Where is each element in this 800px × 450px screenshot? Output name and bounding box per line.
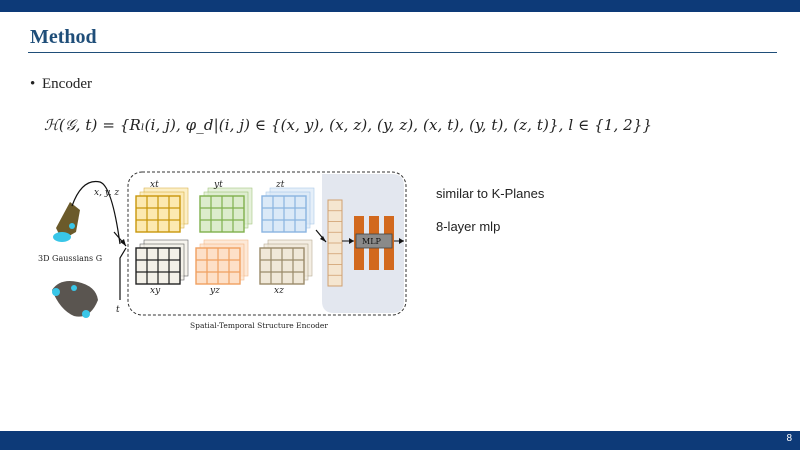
page-number: 8 bbox=[786, 433, 792, 444]
bullet-icon: • bbox=[30, 76, 36, 92]
mlp-box bbox=[355, 233, 393, 249]
encoder-box bbox=[127, 171, 407, 316]
note-kplanes: similar to K-Planes bbox=[436, 186, 545, 201]
encoder-diagram-svg: 3D Gaussians G x, y, z t xt yt zt xy yz xz ML… bbox=[38, 171, 407, 330]
plane-yz: yz bbox=[195, 239, 249, 296]
header-bar bbox=[0, 0, 800, 12]
input-t-label: t bbox=[116, 305, 120, 315]
gaussians-label: 3D Gaussians G bbox=[38, 254, 102, 263]
plane-label-zt: zt bbox=[275, 180, 285, 190]
title-divider bbox=[28, 52, 777, 53]
encoder-formula: ℋ(𝒢, t) = {Rₗ(i, j), φ_d|(i, j) ∈ {(x, y… bbox=[44, 116, 653, 134]
gaussian-blob-top-icon bbox=[53, 202, 80, 242]
plane-label-yt: yt bbox=[213, 180, 223, 190]
plane-xz: xz bbox=[259, 239, 313, 296]
slide-title: Method bbox=[30, 26, 97, 48]
plane-zt: zt bbox=[261, 180, 315, 233]
bullet-item: • Encoder bbox=[30, 76, 92, 93]
plane-yt: yt bbox=[199, 180, 253, 233]
input-arrow-xyz bbox=[71, 180, 121, 245]
mlp-label: MLP bbox=[362, 237, 382, 246]
input-xyz-label: x, y, z bbox=[94, 188, 119, 198]
plane-xy: xy bbox=[135, 239, 189, 296]
encoder-caption: Spatial-Temporal Structure Encoder bbox=[190, 321, 328, 330]
plane-xt: xt bbox=[135, 180, 189, 233]
plane-label-yz: yz bbox=[209, 286, 220, 296]
feature-planes: xt yt zt xy yz xz bbox=[135, 180, 315, 296]
footer-bar bbox=[0, 431, 800, 450]
plane-label-xy: xy bbox=[150, 286, 161, 296]
input-arrow-t bbox=[119, 247, 127, 300]
note-mlp: 8-layer mlp bbox=[436, 219, 501, 234]
plane-label-xz: xz bbox=[274, 286, 284, 296]
gaussian-blob-bottom-icon bbox=[52, 281, 98, 318]
encoder-diagram: 3D Gaussians G x, y, z t xt yt zt xy yz xz ML… bbox=[0, 160, 420, 340]
plane-label-xt: xt bbox=[150, 180, 159, 190]
bullet-text: Encoder bbox=[42, 76, 92, 92]
